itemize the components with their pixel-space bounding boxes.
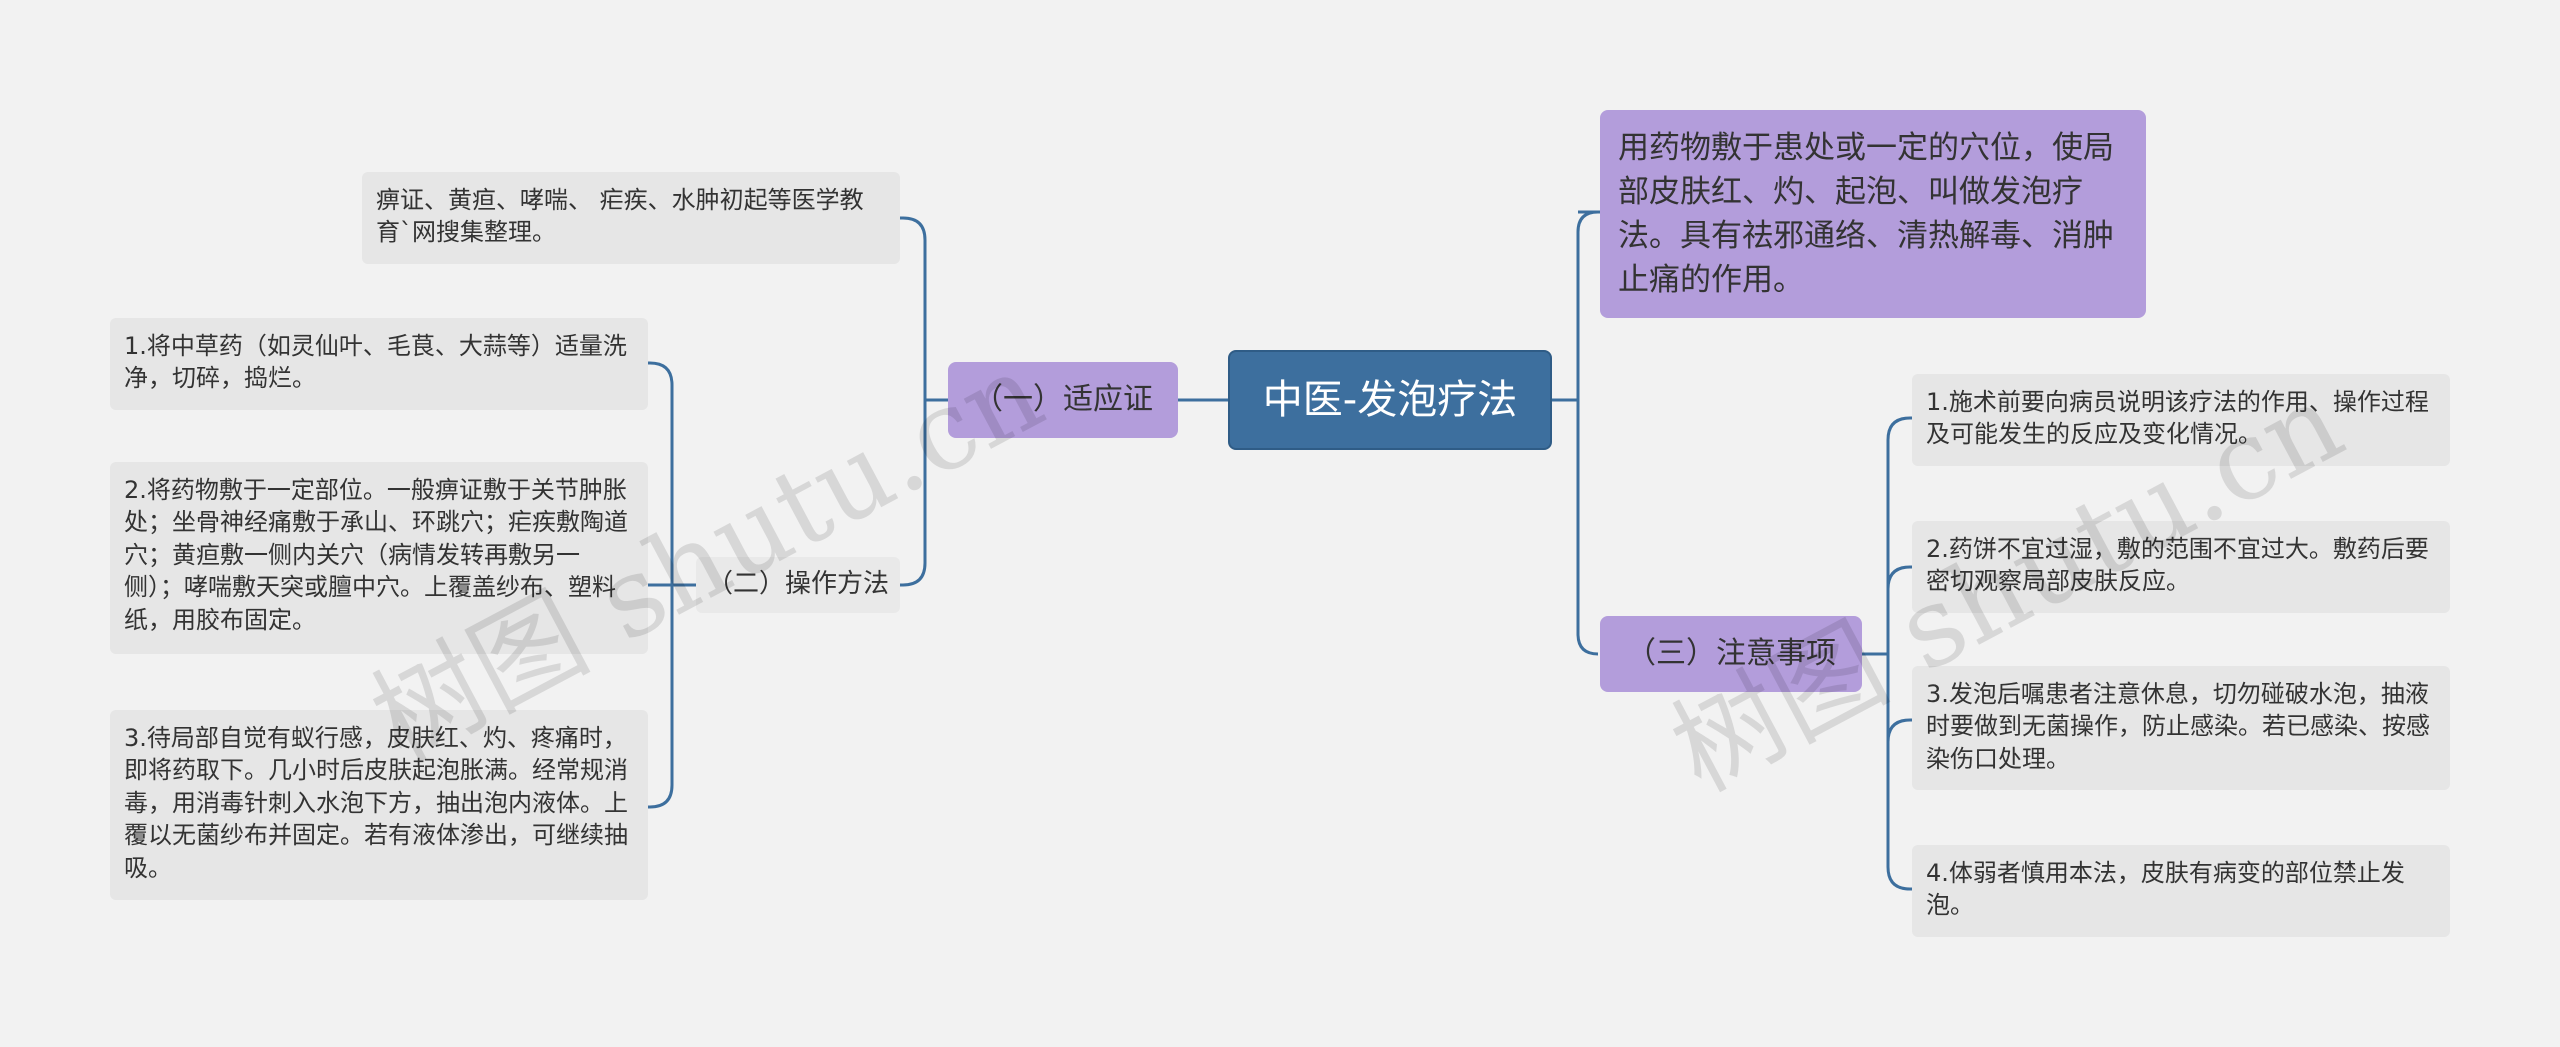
- connector-right-trunk: [1576, 210, 1600, 656]
- connector-procedure-trunk: [648, 361, 696, 809]
- precautions-item-4-text: 4.体弱者慎用本法，皮肤有病变的部位禁止发泡。: [1926, 859, 2405, 920]
- precautions-item-3-text: 3.发泡后嘱患者注意休息，切勿碰破水泡，抽液时要做到无菌操作，防止感染。若已感染…: [1926, 680, 2430, 773]
- root-node[interactable]: 中医-发泡疗法: [1228, 350, 1552, 450]
- precautions-item-4[interactable]: 4.体弱者慎用本法，皮肤有病变的部位禁止发泡。: [1912, 845, 2450, 937]
- branch-indications-label: （一）适应证: [973, 381, 1153, 417]
- connector-indications-trunk: [900, 216, 948, 587]
- indications-item-text: 痹证、黄疸、哮喘、 疟疾、水肿初起等医学教育`网搜集整理。: [376, 186, 864, 247]
- description-text: 用药物敷于患处或一定的穴位，使局部皮肤红、灼、起泡、叫做发泡疗法。具有祛邪通络、…: [1618, 130, 2114, 299]
- precautions-item-1[interactable]: 1.施术前要向病员说明该疗法的作用、操作过程及可能发生的反应及变化情况。: [1912, 374, 2450, 466]
- procedure-item-2[interactable]: 2.将药物敷于一定部位。一般痹证敷于关节肿胀处；坐骨神经痛敷于承山、环跳穴；疟疾…: [110, 462, 648, 654]
- procedure-item-3-text: 3.待局部自觉有蚁行感，皮肤红、灼、疼痛时，即将药取下。几小时后皮肤起泡胀满。经…: [124, 724, 628, 882]
- procedure-item-1[interactable]: 1.将中草药（如灵仙叶、毛茛、大蒜等）适量洗净，切碎，捣烂。: [110, 318, 648, 410]
- precautions-item-2-text: 2.药饼不宜过湿，敷的范围不宜过大。敷药后要密切观察局部皮肤反应。: [1926, 535, 2429, 596]
- branch-procedure-label: （二）操作方法: [706, 569, 889, 600]
- precautions-item-3[interactable]: 3.发泡后嘱患者注意休息，切勿碰破水泡，抽液时要做到无菌操作，防止感染。若已感染…: [1912, 666, 2450, 790]
- procedure-item-3[interactable]: 3.待局部自觉有蚁行感，皮肤红、灼、疼痛时，即将药取下。几小时后皮肤起泡胀满。经…: [110, 710, 648, 900]
- branch-indications[interactable]: （一）适应证: [948, 362, 1178, 438]
- branch-procedure[interactable]: （二）操作方法: [696, 557, 900, 613]
- branch-precautions-label: （三）注意事项: [1626, 635, 1836, 671]
- description-node[interactable]: 用药物敷于患处或一定的穴位，使局部皮肤红、灼、起泡、叫做发泡疗法。具有祛邪通络、…: [1600, 110, 2146, 318]
- connector-precautions-trunk: [1862, 416, 1912, 891]
- indications-item[interactable]: 痹证、黄疸、哮喘、 疟疾、水肿初起等医学教育`网搜集整理。: [362, 172, 900, 264]
- root-label: 中医-发泡疗法: [1262, 377, 1518, 423]
- branch-precautions[interactable]: （三）注意事项: [1600, 616, 1862, 692]
- precautions-item-1-text: 1.施术前要向病员说明该疗法的作用、操作过程及可能发生的反应及变化情况。: [1926, 388, 2429, 449]
- procedure-item-2-text: 2.将药物敷于一定部位。一般痹证敷于关节肿胀处；坐骨神经痛敷于承山、环跳穴；疟疾…: [124, 476, 628, 634]
- procedure-item-1-text: 1.将中草药（如灵仙叶、毛茛、大蒜等）适量洗净，切碎，捣烂。: [124, 332, 627, 393]
- precautions-item-2[interactable]: 2.药饼不宜过湿，敷的范围不宜过大。敷药后要密切观察局部皮肤反应。: [1912, 521, 2450, 613]
